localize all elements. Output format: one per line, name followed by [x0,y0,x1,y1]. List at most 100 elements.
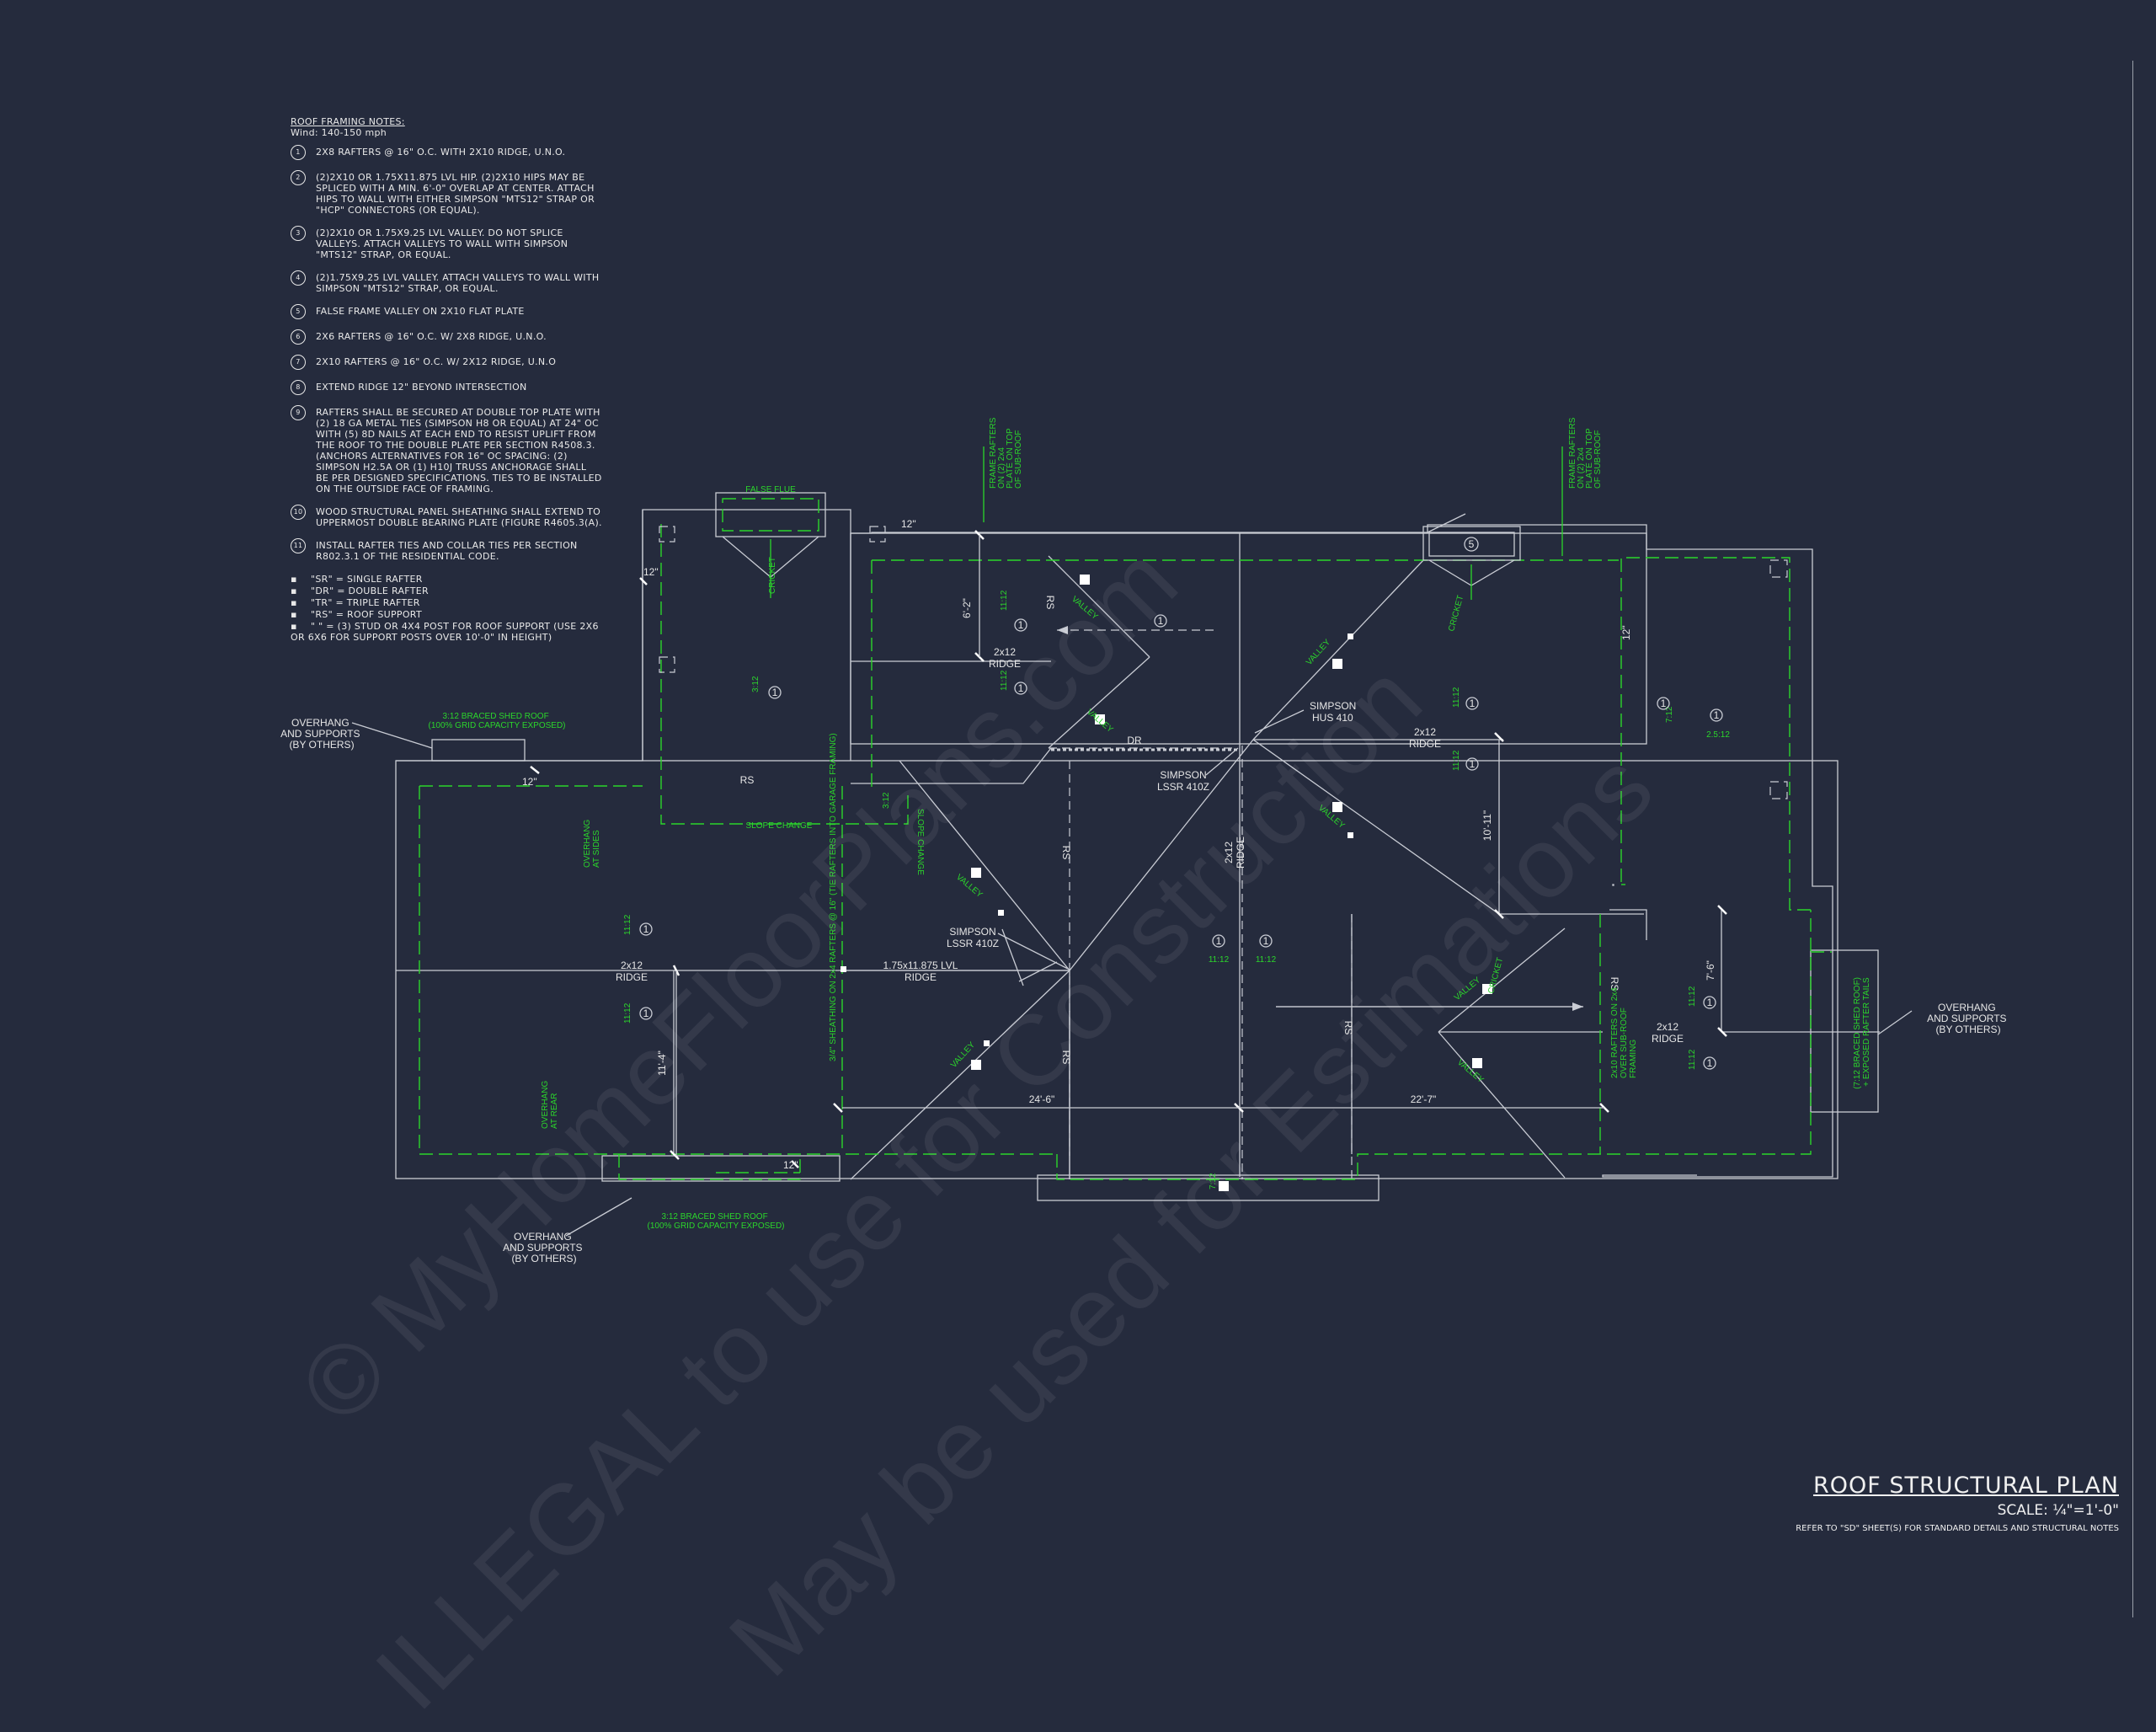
note-line: FRAMING [1629,1040,1638,1078]
pitch-label: 11:12 [1452,750,1461,771]
note-line: (7:12 BRACED SHED ROOF) [1853,977,1862,1089]
note-item: 4(2)1.75x9.25 LVL VALLEY. ATTACH VALLEYS… [291,270,602,294]
legend-item: "SR" = SINGLE RAFTER [291,574,602,585]
rs-label: RS [1044,596,1056,610]
callout-1: 1 [772,687,778,698]
pitch-label: 3:12 [882,792,891,809]
note-text: (2)2x10 OR 1.75x9.25 LVL VALLEY. DO NOT … [316,227,568,260]
rs-label: RS [1609,977,1620,992]
sheet-border [2132,61,2133,1617]
note-text: (2)1.75x9.25 LVL VALLEY. ATTACH VALLEYS … [316,272,600,294]
simpson-label: SIMPSON [1310,700,1356,712]
title-block: ROOF STRUCTURAL PLAN SCALE: ¼"=1'-0" REF… [1796,1473,2119,1533]
legend-item: "TR" = TRIPLE RAFTER [291,597,602,608]
rs-label: RS [1060,1050,1072,1065]
direction-arrows [1057,626,1583,1011]
note-text: 2x6 RAFTERS @ 16" O.C. W/ 2x8 RIDGE, U.N… [316,331,547,342]
callout-1: 1 [1018,619,1024,631]
callout-1: 1 [1018,682,1024,694]
overhang-callouts: OVERHANG AND SUPPORTS (BY OTHERS) OVERHA… [280,717,2006,1264]
ridge-size: 2x12 [1414,726,1436,738]
notes-title: ROOF FRAMING NOTES: [291,116,405,127]
note-item: 8 EXTEND RIDGE 12" BEYOND INTERSECTION [291,380,602,395]
rafter-tail-note: 2x10 RAFTERS ON 2x4 OVER SUB-ROOF FRAMIN… [1610,985,1638,1078]
slope-change-label: SLOPE CHANGE [746,821,813,831]
dim-12: 12" [522,776,537,788]
note-line: AT SIDES [592,830,601,868]
slope-change-label: SLOPE CHANGE [915,809,925,875]
callout-1: 1 [1470,698,1476,709]
note-number: 8 [291,380,306,395]
pitch-label: 11:12 [1209,955,1230,965]
ridge-label: RIDGE [1235,837,1246,869]
dim-11-4: 11'-4" [656,1050,668,1076]
valley-label: VALLEY [1305,638,1332,667]
callout-1: 1 [1707,997,1713,1008]
note-line: OVERHANG [1938,1002,1996,1013]
overhang-at-sides-note: OVERHANG AT SIDES [583,817,601,868]
note-line: 3:12 BRACED SHED ROOF [662,1212,768,1221]
note-number: 5 [291,304,306,319]
roof-support-labels: RS RS RS RS RS RS [740,596,1620,1065]
dim-12: 12" [901,518,916,530]
legend-item: " " = (3) STUD OR 4x4 POST FOR ROOF SUPP… [291,621,602,643]
note-text: 2x8 RAFTERS @ 16" O.C. WITH 2X10 RIDGE, … [316,147,566,158]
simpson-model: HUS 410 [1312,712,1353,724]
dr-label: DR [1127,735,1142,746]
false-flue-label: FALSE FLUE [745,485,796,494]
ridge-size: 2x12 [1657,1021,1678,1033]
note-line: ON (2) 2x4 [997,447,1006,489]
note-line: OVERHANG [541,1081,550,1129]
braced-shed-notes: 3:12 BRACED SHED ROOF (100% GRID CAPACIT… [428,712,1871,1231]
note-text: FALSE FRAME VALLEY ON 2x10 FLAT PLATE [316,306,525,317]
pitch-label: 11:12 [1256,955,1277,965]
callout-1: 1 [643,923,649,935]
dashed-lines [1049,746,1353,1179]
ridge-labels: 2x12 RIDGE 2x12 RIDGE 2x12 RIDGE 2x12 RI… [616,646,1684,1045]
note-number: 3 [291,226,306,241]
dim-10-11: 10'-11" [1481,810,1493,841]
ridge-size: 2x12 [1223,842,1235,863]
note-line: FRAME RAFTERS [1568,417,1577,489]
pitch-label: 11:12 [623,914,632,935]
pitch-label: 11:12 [623,1002,632,1024]
callout-1: 1 [1216,935,1222,947]
note-line: OF SUB-ROOF [1593,430,1603,489]
garage-sheathing-note: 3/4" SHEATHING ON 2x4 RAFTERS @ 16" (TIE… [829,733,838,1061]
legend-item: "DR" = DOUBLE RAFTER [291,585,602,596]
roof-framing-lines [396,739,1880,1180]
ridge-size: 2x12 [994,646,1016,658]
false-flue: FALSE FLUE [715,485,826,598]
callout-5: 5 [1469,538,1475,550]
pitch-label: 7:12 [1209,1173,1218,1189]
note-line: 2x10 RAFTERS ON 2x4 [1610,987,1620,1078]
frame-rafters-note: FRAME RAFTERS ON (2) 2x4 PLATE ON TOP OF… [1568,415,1603,489]
valley-labels: VALLEY VALLEY VALLEY VALLEY VALLEY VALLE… [768,557,1505,1085]
note-line: ON (2) 2x4 [1577,447,1586,489]
note-line: + EXPOSED RAFTER TAILS [1862,977,1871,1087]
pitch-label: 3:12 [751,676,760,692]
note-number: 10 [291,505,306,520]
dim-6-2: 6'-2" [961,598,973,618]
note-line: OVERHANG [583,820,592,868]
upper-roof-outline [850,513,1647,1177]
ridge-label: RIDGE [1409,738,1441,750]
callout-1: 1 [1263,935,1269,947]
callout-1: 1 [1158,615,1164,627]
note-text: 2x10 RAFTERS @ 16" O.C. W/ 2x12 RIDGE, U… [316,356,557,367]
pitch-markers: 3:12 11:12 11:12 3:12 11:12 11:12 7:12 2… [623,590,1730,1189]
pitch-label: 7:12 [1665,706,1674,723]
roof-support-posts [841,575,1492,1191]
tick-marks [530,530,1727,1168]
note-line: (BY OTHERS) [511,1253,576,1264]
chimney-box: 5 [1422,526,1521,600]
pitch-label: 11:12 [1688,986,1697,1007]
ridge-size: 2x12 [621,960,643,971]
note-text: EXTEND RIDGE 12" BEYOND INTERSECTION [316,382,527,393]
frame-rafters-notes: FRAME RAFTERS ON (2) 2x4 PLATE ON TOP OF… [983,415,1603,556]
callout-1: 1 [643,1008,649,1019]
overhang-note: OVERHANG AND SUPPORTS (BY OTHERS) [280,717,363,751]
